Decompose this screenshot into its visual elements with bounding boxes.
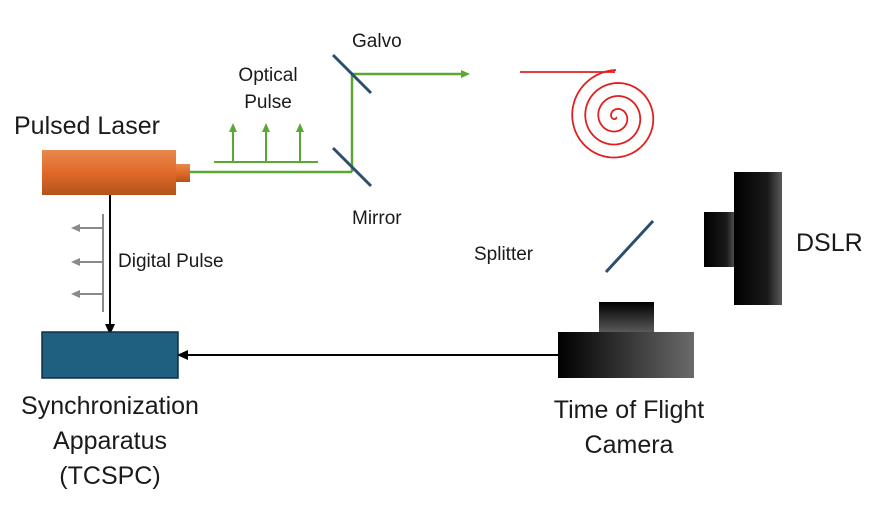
- dslr-body: [734, 172, 782, 305]
- tof-label-line2: Camera: [585, 431, 674, 459]
- tof-label-line1: Time of Flight: [554, 396, 705, 424]
- dslr-camera: [704, 172, 782, 305]
- tof-camera-lens: [599, 302, 654, 332]
- digital-pulse-label: Digital Pulse: [118, 251, 224, 272]
- galvo-mirror: [331, 53, 373, 95]
- optical-pulse-label-line2: Pulse: [244, 92, 292, 113]
- fixed-mirror: [331, 146, 373, 188]
- pulsed-laser-label: Pulsed Laser: [14, 112, 160, 140]
- optical-pulse-arrows: [214, 123, 318, 163]
- sync-label-line3: (TCSPC): [59, 462, 160, 490]
- mirror-label: Mirror: [352, 208, 402, 229]
- pulsed-laser: [42, 150, 190, 195]
- sync-label-line1: Synchronization: [21, 392, 199, 420]
- spiral-curve: [571, 69, 655, 159]
- beam-splitter: [604, 219, 655, 274]
- dslr-lens: [704, 212, 736, 267]
- tof-camera-body: [558, 332, 694, 378]
- splitter-label: Splitter: [474, 244, 534, 265]
- laser-nozzle: [176, 164, 190, 182]
- sync-label-line2: Apparatus: [53, 427, 167, 455]
- laser-body: [42, 150, 176, 195]
- synchronization-box: [41, 331, 179, 379]
- optical-pulse-label-line1: Optical: [238, 65, 297, 86]
- optical-beam-path: [190, 70, 470, 174]
- dslr-label: DSLR: [796, 229, 863, 257]
- tof-camera: [558, 302, 694, 378]
- digital-pulse-arrows: [71, 214, 104, 312]
- spiral-scan-pattern: [520, 69, 655, 159]
- galvo-label: Galvo: [352, 31, 402, 52]
